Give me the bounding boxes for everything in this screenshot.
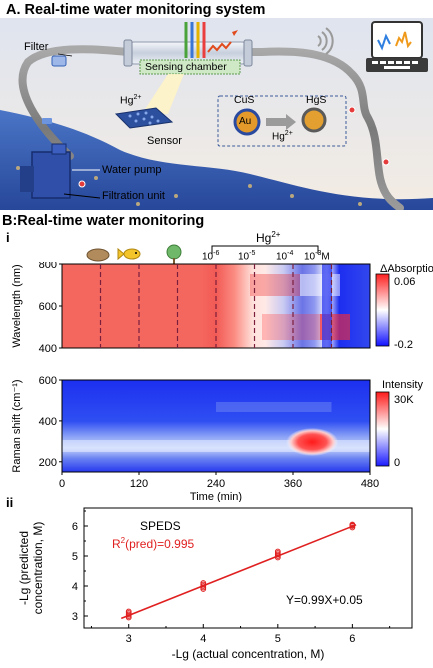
cus-label: CuS [234, 94, 255, 106]
sensing-chamber-label: Sensing chamber [145, 61, 227, 73]
sub-panel-ii: ii [6, 495, 14, 510]
scatter-ylabel: -Lg (predictedconcentration, M) [17, 522, 45, 615]
scatter-ytick: 5 [72, 551, 78, 563]
light-cone [142, 74, 184, 114]
absorption-band-1 [262, 314, 330, 340]
filtration-unit [20, 166, 34, 192]
r2-label: R2(pred)=0.995 [112, 536, 194, 551]
absorption-band-0 [250, 274, 300, 296]
raman-xtick: 480 [361, 478, 379, 490]
scatter-xtick: 5 [275, 633, 281, 645]
conc-1e-5: 10-5 [238, 250, 256, 263]
raman-colorbar-title: Intensity [382, 379, 423, 391]
water-pump-label: Water pump [102, 164, 162, 176]
fit-line [120, 524, 357, 620]
raman-colorbar-max: 30K [394, 394, 414, 406]
sensor-label: Sensor [147, 135, 182, 147]
conc-1e-6: 10-6 [202, 250, 220, 263]
filter-label: Filter [24, 41, 49, 53]
scatter-frame [83, 507, 413, 629]
scatter-point [274, 548, 281, 555]
au-label: Au [239, 116, 252, 127]
chamber-cap-left [123, 39, 133, 67]
hgs-label: HgS [306, 94, 327, 106]
raman-colorbar [375, 391, 390, 467]
scatter-title: SPEDS [140, 519, 181, 533]
raman-xlabel: Time (min) [190, 491, 242, 502]
pipe [18, 45, 404, 210]
scatter-xtick: 4 [200, 633, 206, 645]
hgs-particle [301, 107, 327, 133]
raman-upper-band [216, 402, 332, 412]
equation-label: Y=0.99X+0.05 [286, 593, 363, 607]
raman-heatmap [62, 380, 370, 472]
laptop-icon [366, 21, 428, 72]
raman-xtick: 240 [207, 478, 225, 490]
scatter-xlabel: -Lg (actual concentration, M) [172, 647, 325, 661]
panel-a-illustration [0, 18, 433, 210]
raman-ytick: 200 [39, 457, 57, 469]
chamber-label-bg [139, 59, 241, 75]
scatter-ytick: 4 [72, 581, 78, 593]
hg-ion-label: Hg2+ [120, 94, 142, 107]
abs-ylabel: Wavelength (nm) [11, 264, 23, 347]
scatter-point [125, 608, 132, 615]
scatter-point [200, 580, 207, 586]
chamber-cap-right [243, 39, 253, 67]
raman-hotspot [286, 428, 339, 456]
raman-xtick: 0 [59, 478, 65, 490]
filter-lower [42, 118, 52, 124]
concentration-labels: 10-6 10-5 10-4 10-3M [200, 250, 340, 264]
conc-1e-4: 10-4 [276, 250, 294, 263]
water-body [0, 110, 433, 210]
hg-bracket-label: Hg2+ [256, 230, 281, 245]
scatter-point [349, 521, 356, 528]
filtration-unit-label: Filtration unit [102, 190, 165, 202]
tree-icon [166, 244, 182, 264]
signal-wave [207, 41, 232, 53]
raman-colorbar-min: 0 [394, 457, 400, 469]
panel-a-title: A. Real-time water monitoring system [6, 2, 266, 18]
hg-bracket [211, 245, 319, 254]
cus-particle [233, 108, 261, 136]
raman-ylabel: Raman shift (cm⁻¹) [11, 379, 23, 472]
absorption-band-2 [300, 274, 340, 296]
conc-1e-3: 10-3M [304, 250, 330, 263]
abs-ytick: 600 [39, 301, 57, 313]
scatter-ytick: 6 [72, 521, 78, 533]
raman-xtick: 360 [284, 478, 302, 490]
abs-colorbar-max: 0.06 [394, 276, 415, 288]
raman-xtick: 120 [130, 478, 148, 490]
scatter-ytick: 3 [72, 611, 78, 623]
water-pump [31, 151, 71, 199]
fish-icon [117, 247, 141, 261]
panel-b-title: B:Real-time water monitoring [2, 213, 205, 229]
raman-ytick: 400 [39, 416, 57, 428]
soil-icon [86, 248, 110, 262]
filter [51, 55, 67, 67]
raman-ytick: 600 [39, 375, 57, 387]
arrow-hg-label: Hg2+ [272, 130, 293, 143]
absorption-blue-band [322, 264, 332, 348]
abs-colorbar-min: -0.2 [394, 339, 413, 351]
abs-ytick: 400 [39, 343, 57, 355]
reaction-arrow [266, 114, 296, 130]
wifi-icon [317, 27, 334, 55]
abs-colorbar-title: ΔAbsorption [380, 263, 433, 275]
abs-ytick: 800 [39, 262, 57, 271]
sub-panel-i: i [6, 230, 10, 245]
sample-icons [86, 244, 182, 264]
scatter-xtick: 6 [349, 633, 355, 645]
heatmap-charts: 800 600 400 Wavelength (nm) ΔAbsorption0.06 -… [11, 262, 433, 502]
abs-colorbar [375, 273, 390, 347]
scatter-xtick: 3 [126, 633, 132, 645]
reaction-box [217, 95, 347, 147]
